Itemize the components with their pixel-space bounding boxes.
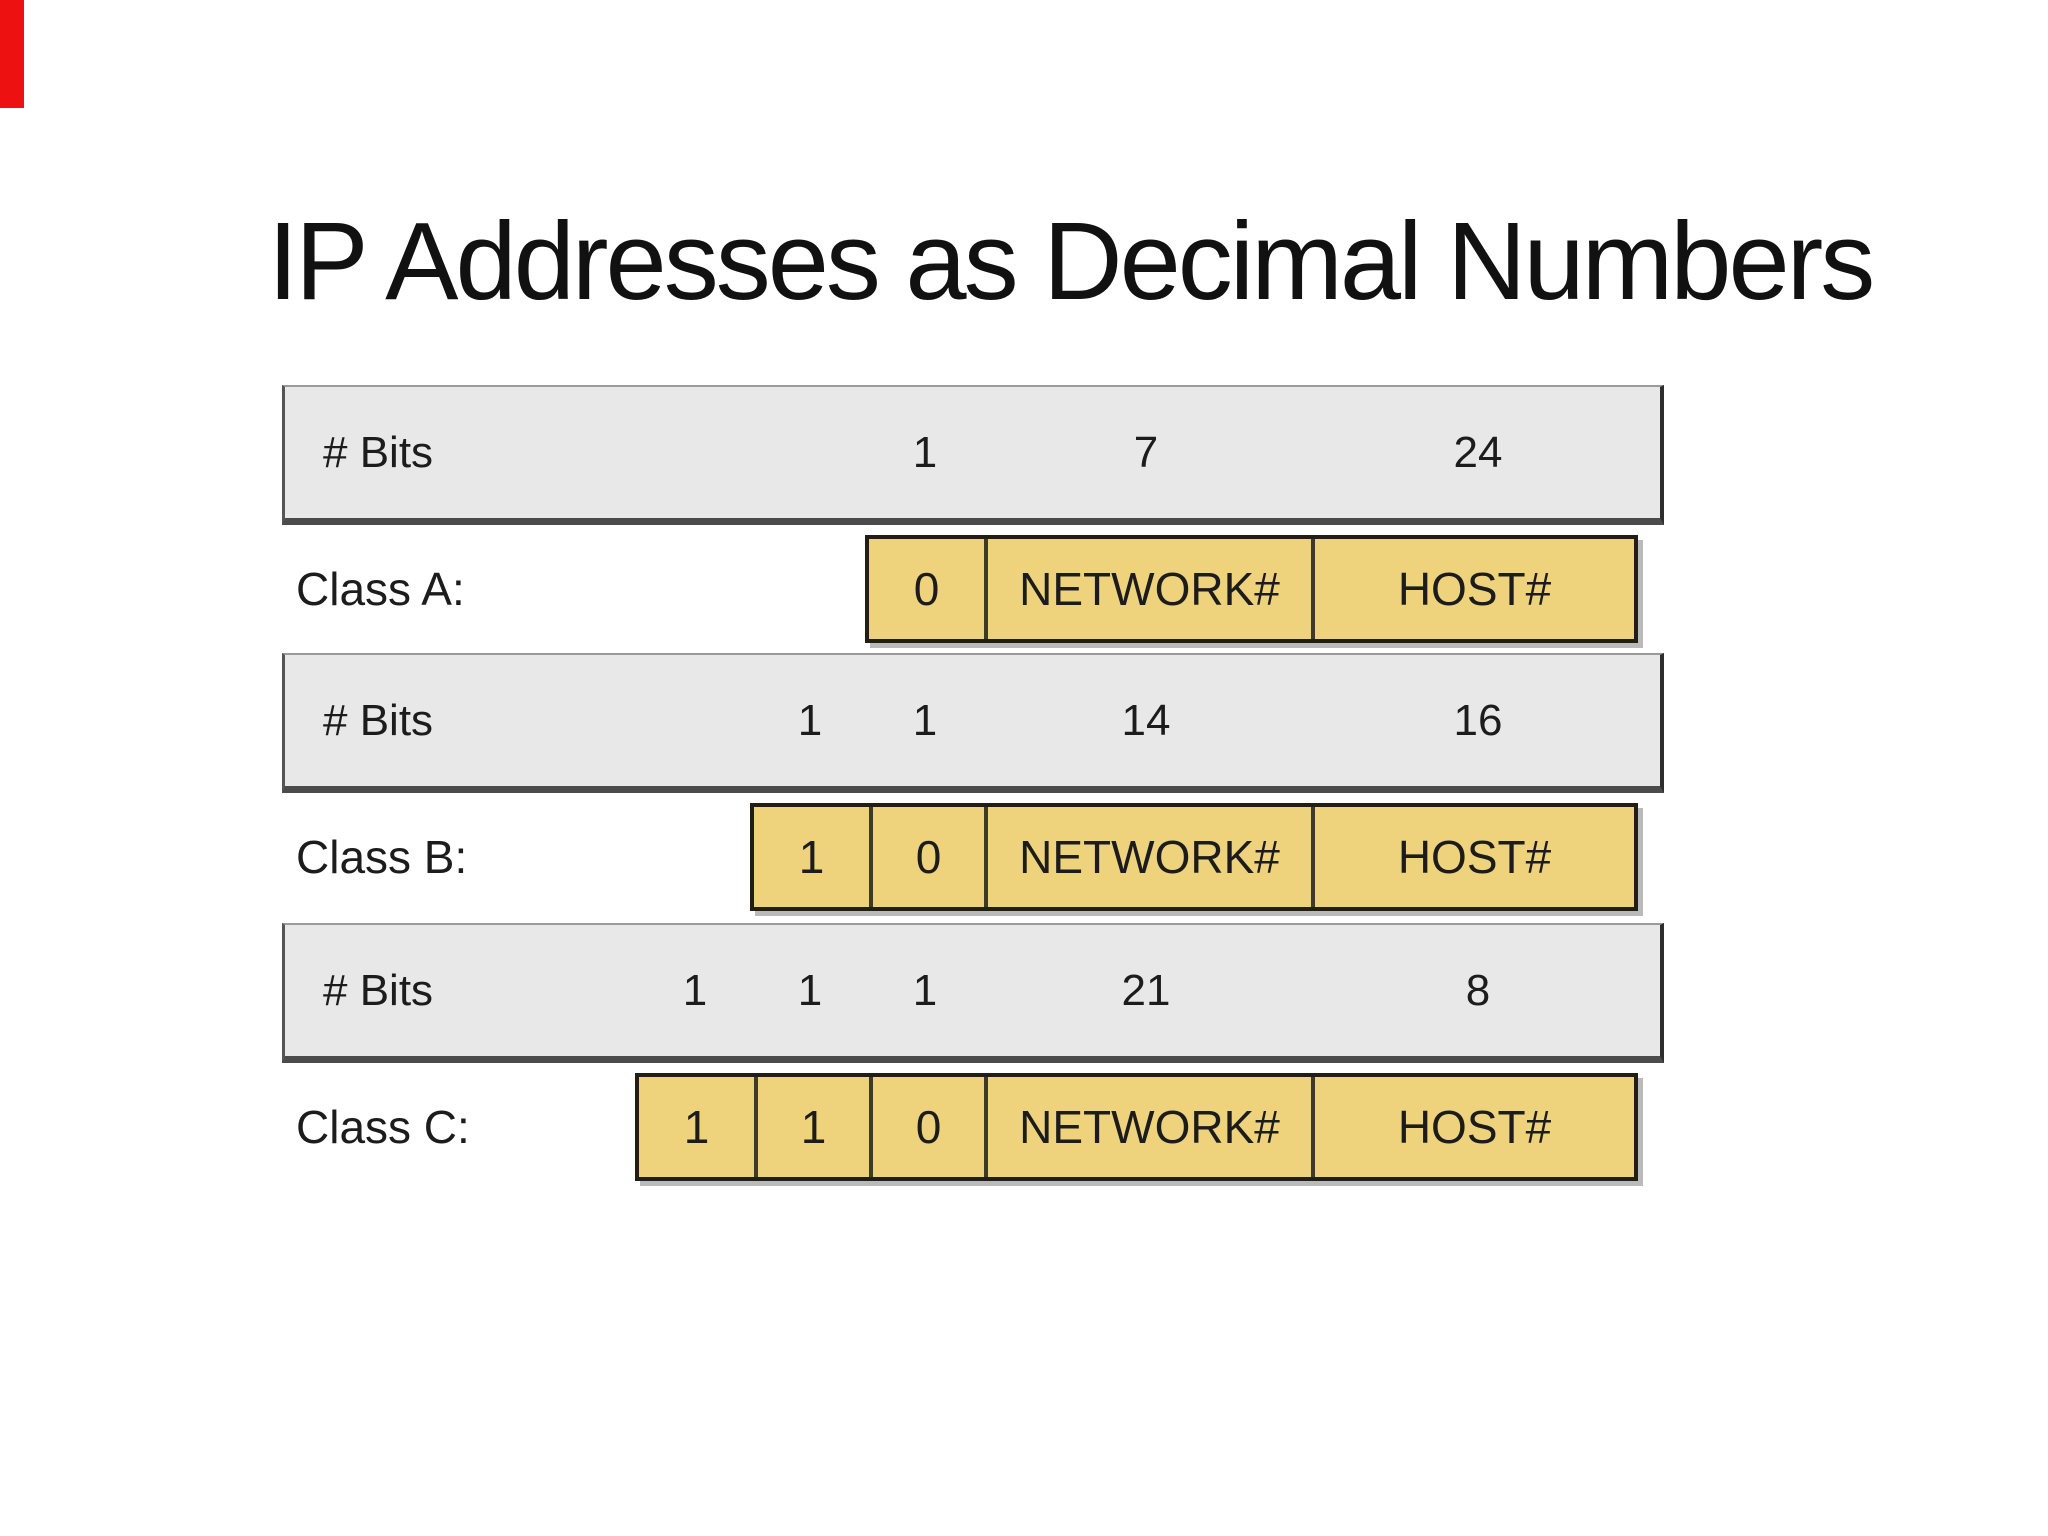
bits-label: # Bits [323,696,434,745]
network-cell: NETWORK# [984,1077,1311,1177]
bit-cell: 0 [869,1077,984,1177]
class-b-label: Class B: [296,831,468,883]
network-cell: NETWORK# [984,807,1311,907]
bit-count: 1 [797,966,823,1015]
bits-bar-class-b: # Bits 1 1 14 16 [282,653,1664,793]
bits-label: # Bits [323,966,434,1015]
bit-count: 1 [912,696,938,745]
bit-cell: 0 [869,807,984,907]
bit-count: 16 [1453,696,1503,745]
network-cell: NETWORK# [984,539,1311,639]
red-accent-bar [0,0,24,108]
class-a-row: 0 NETWORK# HOST# [865,535,1638,643]
class-c-label: Class C: [296,1101,470,1153]
bit-count: 1 [682,966,708,1015]
bit-cell: 1 [754,1077,869,1177]
host-cell: HOST# [1311,1077,1634,1177]
host-cell: HOST# [1311,807,1634,907]
bit-cell: 1 [798,831,825,883]
bit-count: 1 [797,696,823,745]
host-cell: HOST# [1311,539,1634,639]
bit-cell: 1 [683,1101,710,1153]
bit-count: 8 [1465,966,1491,1015]
bit-count: 1 [912,966,938,1015]
bit-count: 21 [1121,966,1171,1015]
bits-bar-class-a: # Bits 1 7 24 [282,385,1664,525]
bits-bar-class-c: # Bits 1 1 1 21 8 [282,923,1664,1063]
bit-count: 14 [1121,696,1171,745]
bits-label: # Bits [323,428,434,477]
class-b-row: 1 0 NETWORK# HOST# [750,803,1638,911]
class-c-row: 1 1 0 NETWORK# HOST# [635,1073,1638,1181]
bit-count: 1 [912,428,938,477]
bit-count: 7 [1133,428,1159,477]
slide-title: IP Addresses as Decimal Numbers [267,199,1876,323]
bit-cell: 0 [913,563,940,615]
bit-count: 24 [1453,428,1503,477]
class-a-label: Class A: [296,563,465,615]
